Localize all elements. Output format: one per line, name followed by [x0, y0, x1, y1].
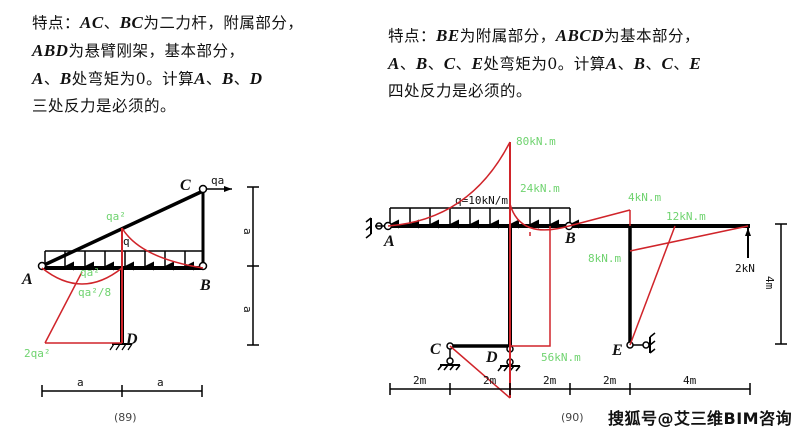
vertical-dimension-90: [775, 223, 787, 345]
dim-h-2m-4: 2m: [603, 374, 617, 387]
moment-diagram-89: [41, 227, 204, 344]
moment-diagram-90: [387, 141, 749, 399]
hinge-b-icon: [198, 261, 208, 271]
right-line-1: 特点：BE为附属部分，ABCD为基本部分，: [388, 26, 701, 45]
dim-v-a2: a: [241, 306, 254, 313]
vertical-dimension-89: [247, 186, 259, 346]
arrow-up-icon: [745, 228, 751, 236]
fixed-support-d-icon: [109, 343, 133, 351]
label-80knm: 80kN.m: [516, 135, 556, 148]
right-line-2: A、B、C、E处弯矩为0。计算A、B、C、E: [388, 54, 702, 73]
label-qa2-8: qa²/8: [78, 286, 111, 299]
horizontal-dimension-90: [389, 383, 751, 395]
watermark: 搜狐号@艾三维BIM咨询: [608, 409, 793, 428]
right-line-3: 四处反力是必须的。: [388, 82, 533, 100]
label-2qa2: 2qa²: [24, 347, 51, 360]
arrow-head-icon: [224, 186, 232, 192]
point-d90: D: [485, 349, 498, 366]
point-b: B: [199, 277, 211, 294]
point-e90: E: [611, 342, 623, 359]
point-a90: A: [383, 233, 395, 250]
distributed-load-90: [389, 207, 579, 229]
point-a: A: [21, 271, 33, 288]
dim-h-a1: a: [77, 376, 84, 389]
caption-90: (90): [561, 411, 584, 424]
label-8knm: 8kN.m: [588, 252, 621, 265]
label-24knm: 24kN.m: [520, 182, 560, 195]
point-c: C: [180, 177, 191, 194]
label-force-qa: qa: [211, 174, 224, 187]
label-4knm: 4kN.m: [628, 191, 661, 204]
left-line-1: 特点：AC、BC为二力杆，附属部分，: [32, 13, 304, 32]
dim-v-4m: 4m: [763, 276, 776, 290]
horizontal-dimension-89: [41, 385, 203, 397]
left-description: 特点：AC、BC为二力杆，附属部分， ABD为悬臂刚架，基本部分， A、B处弯矩…: [32, 9, 382, 120]
dim-v-a1: a: [241, 228, 254, 235]
hinge-a-icon: [37, 261, 47, 271]
left-line-4: 三处反力是必须的。: [32, 97, 177, 115]
label-qa2-small: qa²: [80, 266, 100, 279]
force-label-2kn: 2kN: [735, 262, 755, 275]
caption-89: (89): [114, 411, 137, 424]
load-label-q: q=10kN/m: [455, 194, 508, 207]
point-d: D: [125, 331, 138, 348]
roller-support-e-icon: [626, 332, 656, 354]
label-12knm: 12kN.m: [666, 210, 706, 223]
left-line-3: A、B处弯矩为0。计算A、B、D: [32, 69, 263, 88]
dim-h-2m-1: 2m: [413, 374, 427, 387]
point-b90: B: [564, 230, 576, 247]
label-qa2-top: qa²: [106, 210, 126, 223]
right-description: 特点：BE为附属部分，ABCD为基本部分， A、B、C、E处弯矩为0。计算A、B…: [388, 22, 798, 105]
point-c90: C: [430, 341, 441, 358]
dim-h-2m-3: 2m: [543, 374, 557, 387]
figure-90: q=10kN/m: [365, 135, 787, 424]
dim-h-4m: 4m: [683, 374, 697, 387]
dim-h-a2: a: [157, 376, 164, 389]
hinge-c-icon: [198, 184, 208, 194]
label-q: q: [123, 235, 130, 248]
left-line-2: ABD为悬臂刚架，基本部分，: [32, 41, 245, 60]
figure-89: qa² q qa² qa²/8 2qa² qa A B C D a a a a …: [21, 174, 259, 424]
dim-h-2m-2: 2m: [483, 374, 497, 387]
label-56knm: 56kN.m: [541, 351, 581, 364]
roller-support-a-icon: [365, 217, 386, 239]
